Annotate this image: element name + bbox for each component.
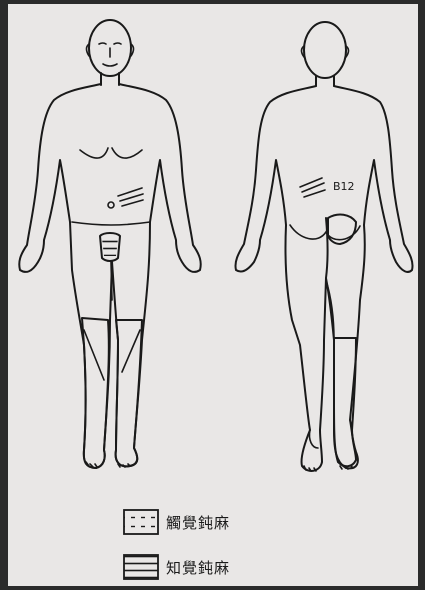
legend-label-dashed: 觸覺鈍麻	[166, 512, 230, 533]
annotation-label: B12	[333, 180, 355, 193]
legend-label-striped: 知覺鈍麻	[166, 557, 230, 578]
back-figure	[235, 22, 412, 471]
front-left-shin-dashed	[116, 320, 142, 466]
back-head	[304, 22, 346, 78]
front-figure	[19, 20, 200, 468]
front-body-outline	[19, 84, 200, 468]
legend	[124, 510, 158, 579]
front-right-shin-striped	[82, 318, 109, 468]
legend-swatch-dashed	[124, 510, 158, 534]
back-body-outline	[235, 86, 412, 471]
legend-swatch-striped	[124, 555, 158, 579]
